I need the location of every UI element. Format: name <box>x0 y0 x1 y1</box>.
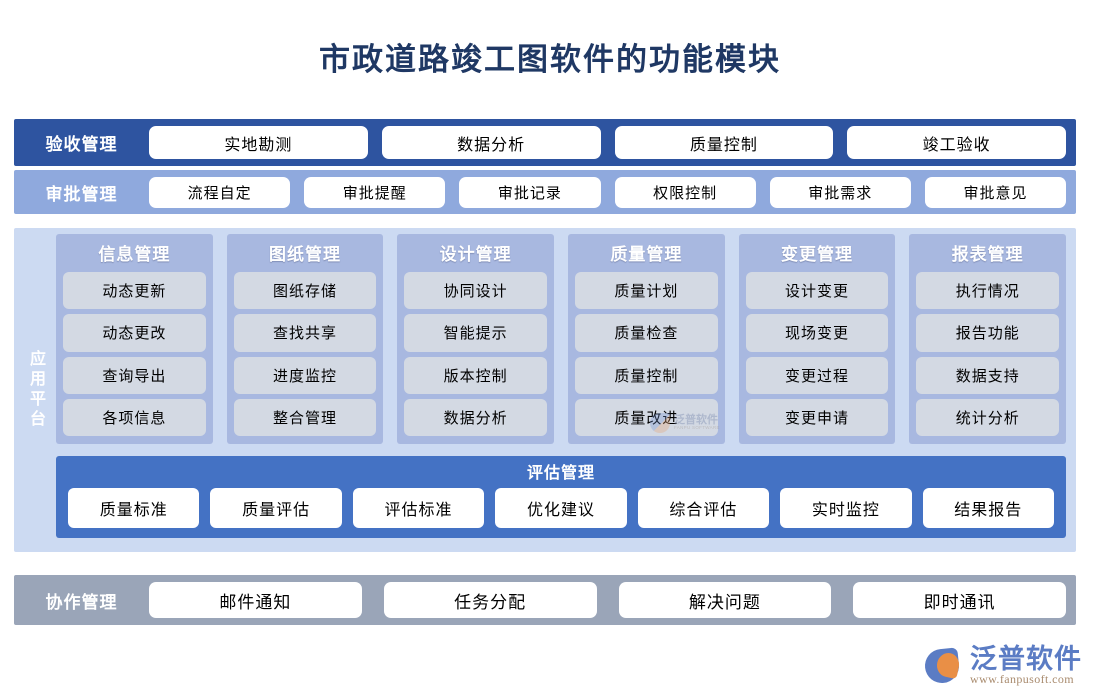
module-columns: 信息管理 动态更新 动态更改 查询导出 各项信息 图纸管理 图纸存储 查找共享 … <box>56 234 1067 444</box>
module-column-title-report: 报表管理 <box>951 245 1024 264</box>
module-cell-drawing-3[interactable]: 整合管理 <box>233 398 377 436</box>
module-column-items-design: 协同设计 智能提示 版本控制 数据分析 <box>404 272 548 436</box>
acceptance-item-2[interactable]: 质量控制 <box>614 126 834 159</box>
collaboration-item-2[interactable]: 解决问题 <box>618 582 832 618</box>
module-cell-drawing-2[interactable]: 进度监控 <box>233 356 377 394</box>
collaboration-item-1[interactable]: 任务分配 <box>383 582 597 618</box>
module-cell-quality-2[interactable]: 质量控制 <box>575 356 718 394</box>
evaluation-items: 质量标准 质量评估 评估标准 优化建议 综合评估 实时监控 结果报告 <box>68 488 1054 528</box>
module-cell-info-0[interactable]: 动态更新 <box>63 272 206 310</box>
collaboration-management-label: 协作管理 <box>45 592 118 612</box>
approval-management-bar: 审批管理 流程自定 审批提醒 审批记录 权限控制 审批需求 审批意见 <box>14 170 1076 214</box>
acceptance-item-1[interactable]: 数据分析 <box>381 126 601 159</box>
module-cell-report-1[interactable]: 报告功能 <box>916 314 1060 352</box>
fanpu-logo-icon <box>923 646 963 685</box>
module-cell-info-3[interactable]: 各项信息 <box>63 398 206 436</box>
module-column-design: 设计管理 协同设计 智能提示 版本控制 数据分析 <box>397 234 555 444</box>
module-column-items-change: 设计变更 现场变更 变更过程 变更申请 <box>745 272 889 436</box>
module-column-items-quality: 质量计划 质量检查 质量控制 质量改进 <box>575 272 718 436</box>
page-title: 市政道路竣工图软件的功能模块 <box>319 42 781 77</box>
approval-item-2[interactable]: 审批记录 <box>459 176 601 208</box>
approval-item-4[interactable]: 审批需求 <box>769 176 911 208</box>
module-cell-change-1[interactable]: 现场变更 <box>745 314 889 352</box>
module-column-items-report: 执行情况 报告功能 数据支持 统计分析 <box>916 272 1060 436</box>
module-cell-quality-1[interactable]: 质量检查 <box>575 314 718 352</box>
evaluation-item-0[interactable]: 质量标准 <box>68 488 200 528</box>
approval-items: 流程自定 审批提醒 审批记录 权限控制 审批需求 审批意见 <box>149 176 1076 208</box>
application-platform-label: 应用平台 <box>27 350 44 430</box>
module-column-title-info: 信息管理 <box>98 245 171 264</box>
evaluation-item-6[interactable]: 结果报告 <box>922 488 1054 528</box>
approval-item-0[interactable]: 流程自定 <box>149 176 291 208</box>
approval-item-3[interactable]: 权限控制 <box>614 176 756 208</box>
module-cell-report-0[interactable]: 执行情况 <box>916 272 1060 310</box>
collaboration-item-0[interactable]: 邮件通知 <box>149 582 362 618</box>
evaluation-management-title: 评估管理 <box>526 465 595 482</box>
acceptance-management-label: 验收管理 <box>45 135 118 154</box>
module-cell-drawing-1[interactable]: 查找共享 <box>233 314 377 352</box>
acceptance-items: 实地勘测 数据分析 质量控制 竣工验收 <box>149 126 1076 159</box>
collaboration-item-3[interactable]: 即时通讯 <box>853 582 1066 618</box>
module-column-title-quality: 质量管理 <box>610 245 683 264</box>
module-cell-quality-3[interactable]: 质量改进 <box>575 398 718 436</box>
module-cell-change-2[interactable]: 变更过程 <box>745 356 889 394</box>
evaluation-item-5[interactable]: 实时监控 <box>780 488 912 528</box>
module-column-title-change: 变更管理 <box>781 245 854 264</box>
module-column-quality: 质量管理 质量计划 质量检查 质量控制 质量改进 <box>568 234 725 444</box>
module-cell-change-0[interactable]: 设计变更 <box>745 272 889 310</box>
module-column-info: 信息管理 动态更新 动态更改 查询导出 各项信息 <box>56 234 213 444</box>
brand-name-cn: 泛普软件 <box>970 644 1082 675</box>
module-column-title-design: 设计管理 <box>439 245 512 264</box>
approval-management-label: 审批管理 <box>45 184 118 204</box>
evaluation-item-2[interactable]: 评估标准 <box>352 488 485 528</box>
module-cell-drawing-0[interactable]: 图纸存储 <box>233 272 377 310</box>
module-column-drawing: 图纸管理 图纸存储 查找共享 进度监控 整合管理 <box>226 234 384 444</box>
module-cell-report-3[interactable]: 统计分析 <box>916 398 1060 436</box>
approval-item-5[interactable]: 审批意见 <box>924 176 1067 208</box>
acceptance-item-0[interactable]: 实地勘测 <box>149 126 368 159</box>
collaboration-items: 邮件通知 任务分配 解决问题 即时通讯 <box>149 582 1076 618</box>
module-column-items-drawing: 图纸存储 查找共享 进度监控 整合管理 <box>233 272 377 436</box>
brand-logo: 泛普软件 www.fanpusoft.com <box>923 645 1082 686</box>
application-platform-container: 应用平台 信息管理 动态更新 动态更改 查询导出 各项信息 图纸管理 图纸存储 <box>14 228 1076 552</box>
evaluation-item-1[interactable]: 质量评估 <box>210 488 342 528</box>
module-column-items-info: 动态更新 动态更改 查询导出 各项信息 <box>63 272 206 436</box>
module-cell-design-3[interactable]: 数据分析 <box>404 398 548 436</box>
module-cell-design-2[interactable]: 版本控制 <box>404 356 548 394</box>
module-cell-info-2[interactable]: 查询导出 <box>63 356 206 394</box>
module-cell-info-1[interactable]: 动态更改 <box>63 314 206 352</box>
collaboration-management-bar: 协作管理 邮件通知 任务分配 解决问题 即时通讯 <box>14 575 1076 625</box>
evaluation-item-4[interactable]: 综合评估 <box>637 488 770 528</box>
module-column-title-drawing: 图纸管理 <box>269 245 341 264</box>
brand-url: www.fanpusoft.com <box>970 672 1075 687</box>
application-platform-body: 信息管理 动态更新 动态更改 查询导出 各项信息 图纸管理 图纸存储 查找共享 … <box>56 228 1076 552</box>
evaluation-item-3[interactable]: 优化建议 <box>495 488 627 528</box>
module-cell-report-2[interactable]: 数据支持 <box>916 356 1060 394</box>
acceptance-management-bar: 验收管理 实地勘测 数据分析 质量控制 竣工验收 <box>14 119 1076 166</box>
module-cell-design-0[interactable]: 协同设计 <box>404 272 548 310</box>
module-cell-change-3[interactable]: 变更申请 <box>745 398 889 436</box>
module-cell-quality-0[interactable]: 质量计划 <box>575 272 718 310</box>
approval-item-1[interactable]: 审批提醒 <box>304 176 446 208</box>
module-column-change: 变更管理 设计变更 现场变更 变更过程 变更申请 <box>738 234 896 444</box>
brand-text: 泛普软件 www.fanpusoft.com <box>970 645 1082 686</box>
module-cell-design-1[interactable]: 智能提示 <box>404 314 548 352</box>
acceptance-item-3[interactable]: 竣工验收 <box>847 126 1066 159</box>
module-column-report: 报表管理 执行情况 报告功能 数据支持 统计分析 <box>909 234 1067 444</box>
evaluation-management-block: 评估管理 质量标准 质量评估 评估标准 优化建议 综合评估 实时监控 结果报告 <box>56 456 1066 538</box>
